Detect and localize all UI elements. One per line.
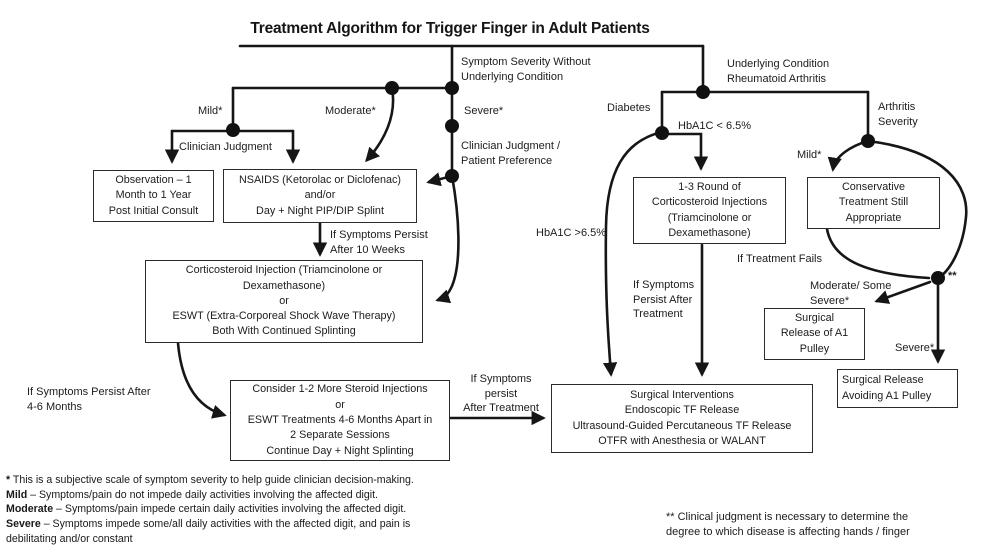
label-hba1c-high: HbA1C >6.5% — [536, 227, 607, 239]
edge-hba1c-low — [660, 132, 709, 171]
junction-node — [696, 85, 710, 99]
label-arthritis-severity: Arthritis Severity — [878, 101, 918, 128]
box-nsaids: NSAIDS (Ketorolac or Diclofenac) and/or … — [223, 169, 417, 223]
edge-node-to-release-a1 — [874, 280, 932, 304]
label-double-asterisk: ** — [948, 270, 957, 282]
edge-corticosteroid-to-more — [176, 341, 227, 419]
edge-moderate-curve — [365, 86, 395, 163]
label-hba1c-low: HbA1C < 6.5% — [678, 120, 752, 132]
junction-node — [861, 134, 875, 148]
severity-scale-footnote: * This is a subjective scale of symptom … — [6, 473, 414, 547]
junction-node — [385, 81, 399, 95]
label-severe-right: Severe* — [895, 342, 935, 354]
junction-node — [445, 81, 459, 95]
footnote-line: Severe – Symptoms impede some/all daily … — [6, 518, 411, 531]
box-surgical-interventions: Surgical Interventions Endoscopic TF Rel… — [551, 384, 813, 453]
footnote-line: debilitating and/or constant — [6, 532, 133, 545]
edge-conservative-to-node — [825, 227, 931, 280]
edge-severe-to-corticosteroid — [435, 174, 460, 304]
label-moderate: Moderate* — [325, 105, 376, 117]
junction-node — [445, 169, 459, 183]
label-treatment-fails: If Treatment Fails — [737, 253, 822, 265]
label-persist-10-weeks: If Symptoms Persist After 10 Weeks — [330, 229, 428, 256]
label-symptom-severity: Symptom Severity Without Underlying Cond… — [461, 56, 591, 83]
label-severe-center: Severe* — [464, 105, 504, 117]
edge-diabetes-curve — [602, 130, 664, 377]
footnote-line: Mild – Symptoms/pain do not impede daily… — [6, 488, 378, 501]
clinical-judgment-footnote: ** Clinical judgment is necessary to det… — [666, 511, 910, 539]
junction-node — [655, 126, 669, 140]
label-mild-right: Mild* — [797, 149, 822, 161]
label-diabetes: Diabetes — [607, 102, 651, 114]
footnote-line: * This is a subjective scale of symptom … — [6, 474, 414, 486]
box-steroid-rounds: 1-3 Round of Corticosteroid Injections (… — [633, 177, 786, 244]
box-conservative-treatment: Conservative Treatment Still Appropriate — [807, 177, 940, 229]
label-underlying-condition: Underlying Condition Rheumatoid Arthriti… — [727, 58, 830, 85]
footnote-line: Moderate – Symptoms/pain impede certain … — [6, 503, 407, 516]
diagram-title: Treatment Algorithm for Trigger Finger i… — [250, 20, 650, 37]
label-moderate-some-severe: Moderate/ Some Severe* — [810, 280, 892, 307]
junction-nodes — [226, 81, 945, 285]
box-observation: Observation – 1 Month to 1 Year Post Ini… — [93, 170, 214, 222]
box-more-steroid-injections: Consider 1-2 More Steroid Injections or … — [230, 380, 450, 461]
label-persist-after-treatment-right: If Symptoms Persist After Treatment — [633, 279, 695, 321]
box-corticosteroid-eswt: Corticosteroid Injection (Triamcinolone … — [145, 260, 423, 343]
box-avoid-a1-pulley: Surgical Release Avoiding A1 Pulley — [837, 369, 958, 408]
junction-node — [445, 119, 459, 133]
label-persist-after-treatment-center: If Symptoms persist After Treatment — [463, 373, 539, 415]
label-clinician-judgment: Clinician Judgment — [179, 141, 272, 153]
label-mild-left: Mild* — [198, 105, 223, 117]
label-clinician-judgment-preference: Clinician Judgment / Patient Preference — [461, 140, 561, 167]
label-persist-4-6-months: If Symptoms Persist After 4-6 Months — [27, 386, 151, 413]
junction-node — [931, 271, 945, 285]
junction-node — [226, 123, 240, 137]
box-release-a1-pulley: Surgical Release of A1 Pulley — [764, 308, 865, 360]
edge-arthritis-right-curve — [866, 139, 968, 278]
